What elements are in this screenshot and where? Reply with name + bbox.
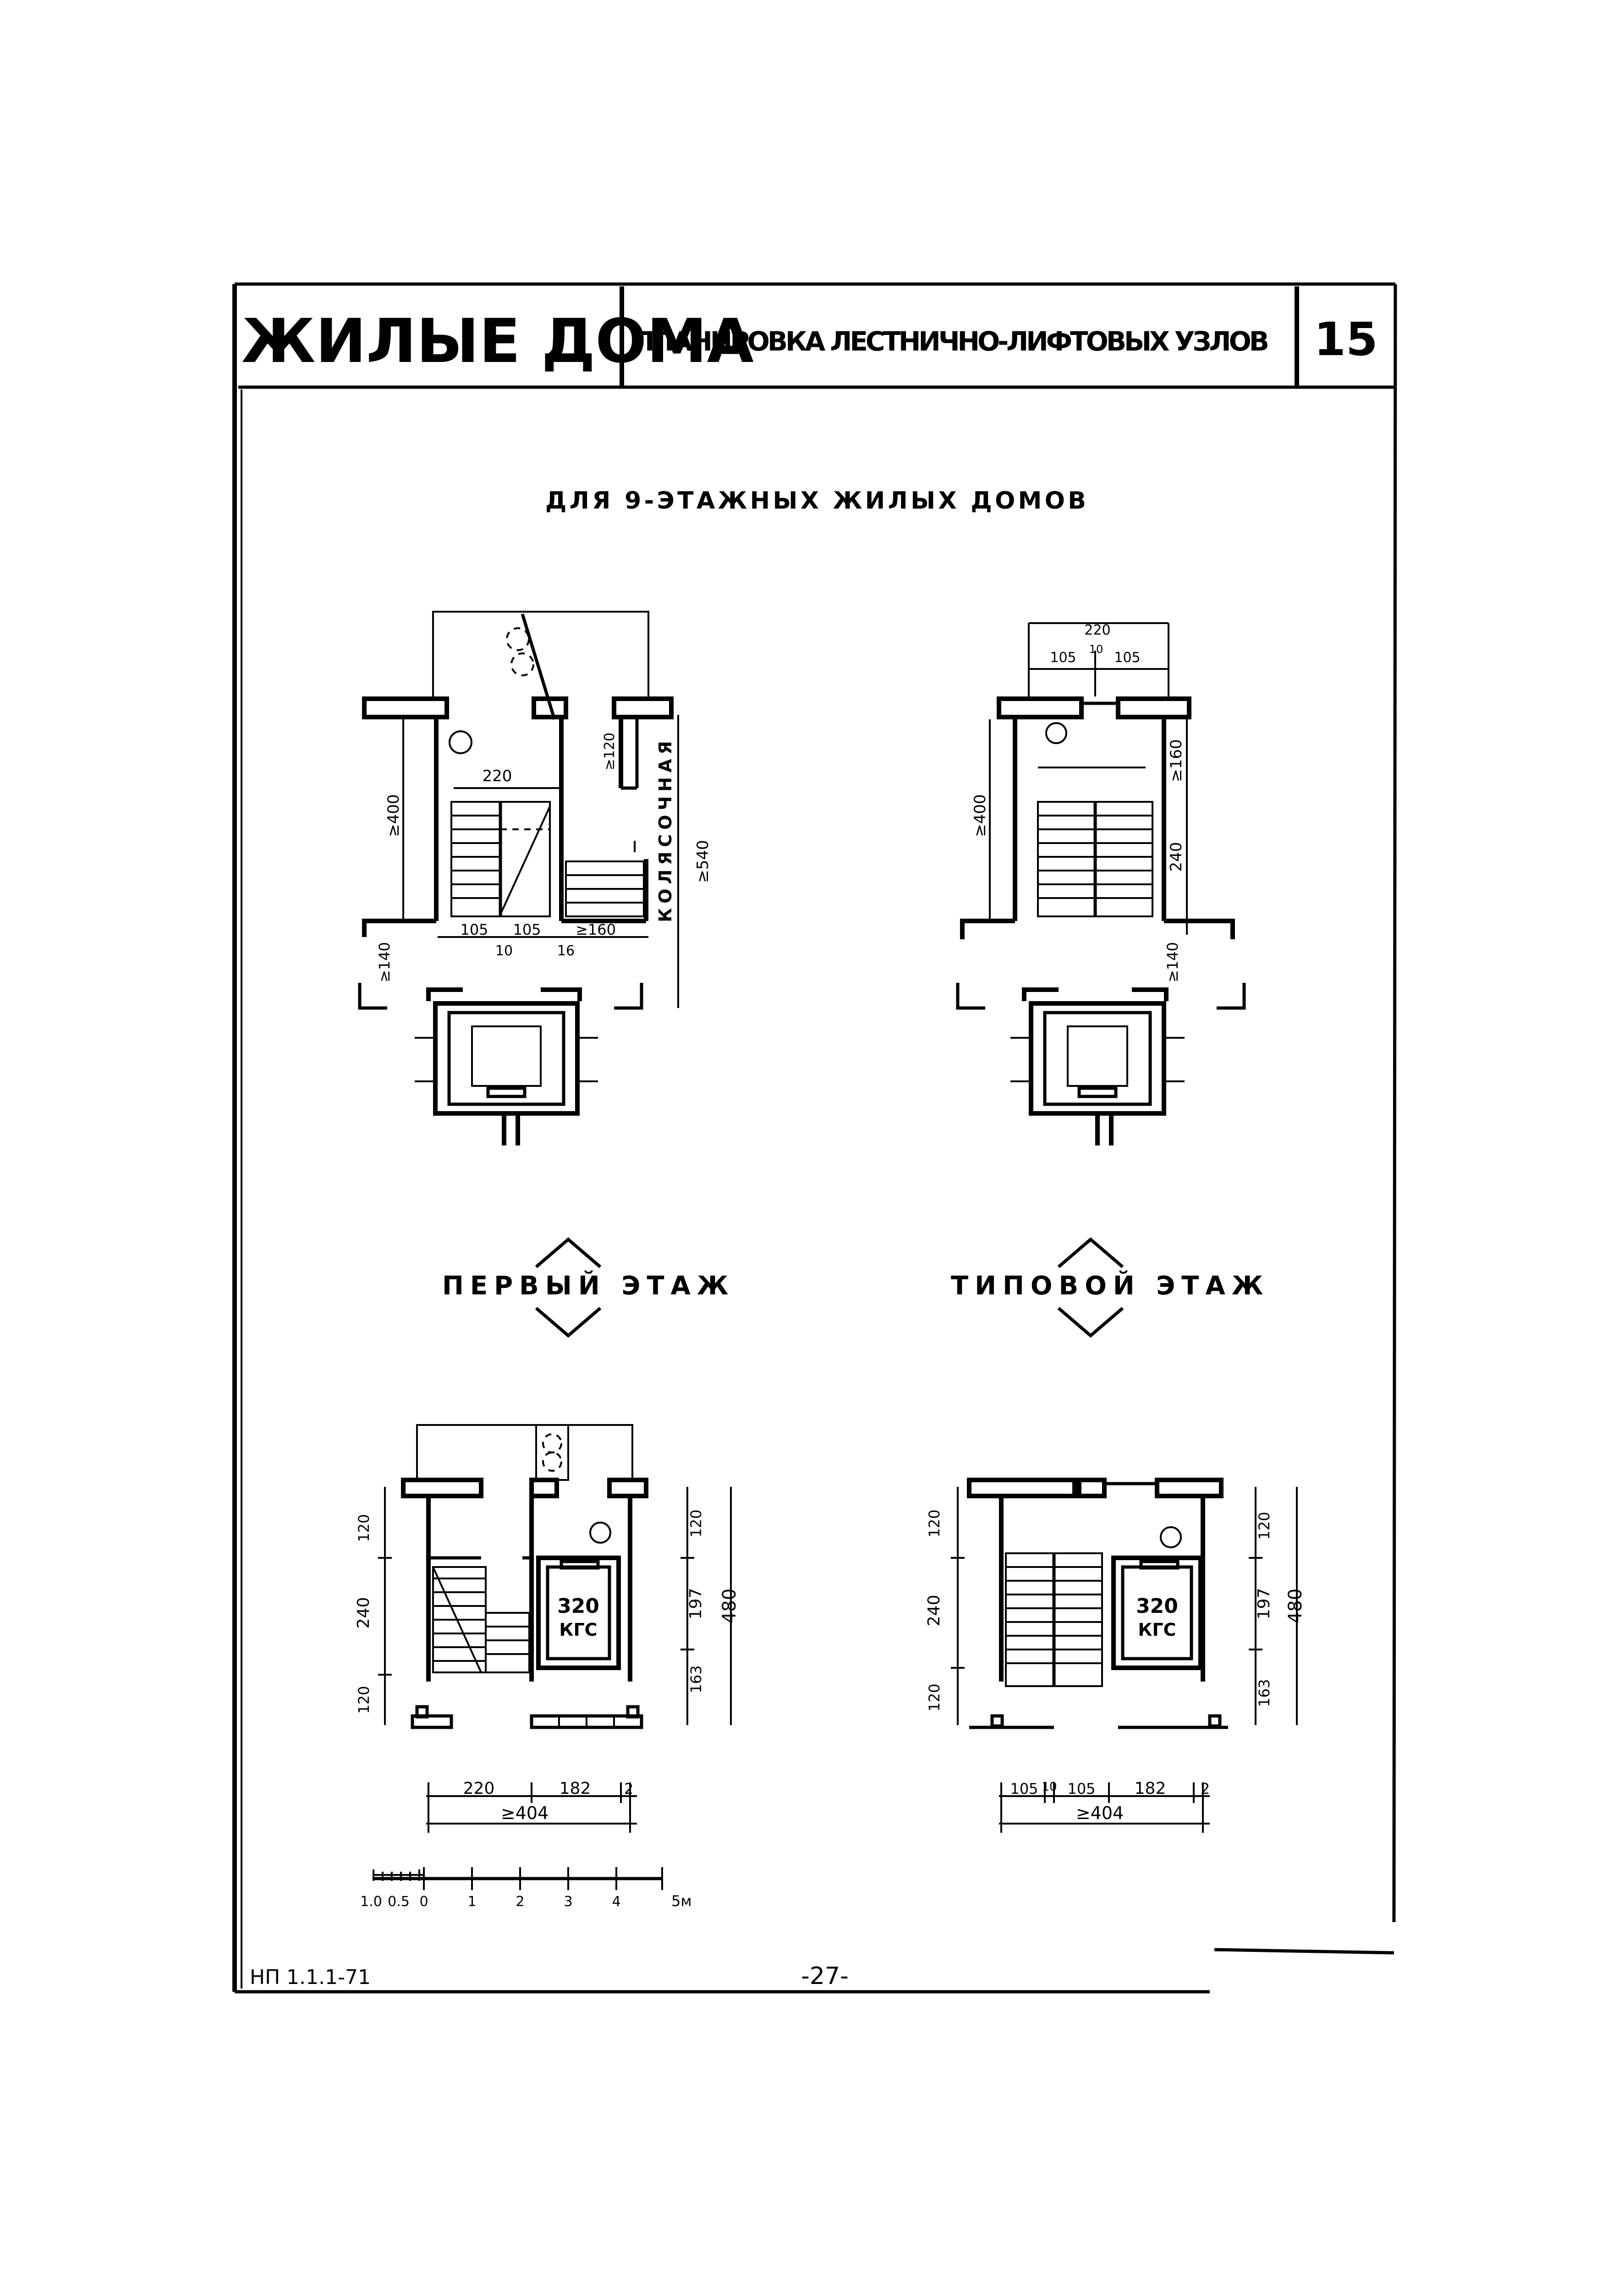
plan-typical-floor-top [956, 622, 1246, 1010]
dim-540: ≥540 [694, 840, 712, 882]
scale-tick-1: 1 [467, 1894, 476, 1910]
dim-120-left-top: 120 [355, 1514, 373, 1542]
dim-240-typ-left: 240 [925, 1595, 944, 1627]
dim-240-left: 240 [354, 1597, 373, 1629]
dim-120-typ-left-bottom: 120 [926, 1683, 943, 1711]
dim-105-b: 105 [513, 921, 541, 938]
dim-240-typical: 240 [1167, 842, 1185, 872]
plan-first-floor-bottom [378, 1424, 732, 1833]
sheet-number: 15 [1314, 312, 1377, 366]
dim-120-typ-right: 120 [1256, 1512, 1273, 1540]
dim-120-stroller: ≥120 [602, 733, 618, 770]
plan-first-floor-top [358, 611, 679, 1010]
dim-120-right: 120 [687, 1509, 705, 1537]
dim-105-typ-a: 105 [1050, 650, 1076, 666]
dim-400: ≥400 [384, 794, 403, 837]
dim-120-left-bottom: 120 [355, 1686, 373, 1714]
dim-10-typ-bottom: 10 [1042, 1780, 1057, 1794]
lift-shaft-typical-floor [1010, 987, 1185, 1145]
up-down-arrow-icon [1057, 1237, 1124, 1338]
scale-bar [373, 1867, 663, 1890]
up-down-arrow-icon [535, 1237, 602, 1338]
dim-220-bottom: 220 [463, 1779, 495, 1798]
scale-tick-2: 2 [516, 1894, 524, 1910]
dim-220-typical: 220 [1084, 622, 1110, 638]
dim-480: 480 [719, 1589, 740, 1623]
dim-182: 182 [560, 1779, 591, 1798]
page-number: -27- [801, 1962, 849, 1990]
dim-2-typ: 2 [1201, 1780, 1210, 1797]
scale-tick-4: 4 [612, 1894, 620, 1910]
dim-197-typ: 197 [1255, 1588, 1273, 1620]
lift-unit-typical: КГС [1138, 1620, 1176, 1640]
dim-105-typ-bottom-a: 105 [1010, 1780, 1038, 1797]
dim-10: 10 [495, 943, 513, 959]
dim-400-typical: ≥400 [971, 794, 989, 837]
dim-140: ≥140 [376, 942, 393, 982]
scale-tick-1-0: 1.0 [360, 1894, 382, 1910]
lift-capacity: 320 [557, 1595, 599, 1618]
document-code: НП 1.1.1-71 [250, 1966, 371, 1989]
lift-unit: КГС [559, 1620, 597, 1640]
stroller-label: КОЛЯСОЧНАЯ [655, 736, 675, 922]
typical-floor-label: ТИПОВОЙ ЭТАЖ [951, 1271, 1269, 1301]
dim-404-typ: ≥404 [1076, 1803, 1124, 1823]
dim-160-typical: ≥160 [1167, 739, 1185, 782]
dim-182-typ: 182 [1135, 1779, 1166, 1798]
dim-220: 220 [483, 767, 512, 785]
dim-105-typ-bottom-b: 105 [1067, 1780, 1095, 1797]
scale-tick-0-5: 0.5 [388, 1894, 410, 1910]
scale-unit: 5м [671, 1892, 692, 1910]
lift-capacity-typical: 320 [1136, 1595, 1178, 1618]
dim-160: ≥160 [576, 921, 616, 938]
dim-163: 163 [687, 1665, 705, 1693]
dim-163-typ: 163 [1256, 1679, 1273, 1707]
sheet-frame [232, 282, 1397, 1994]
dim-197: 197 [686, 1588, 705, 1620]
plan-typical-floor-bottom [951, 1478, 1298, 1833]
dim-140-typical: ≥140 [1164, 942, 1181, 982]
scale-tick-0: 0 [419, 1894, 428, 1910]
dim-404: ≥404 [501, 1803, 549, 1823]
dim-480-typ: 480 [1285, 1589, 1306, 1623]
dim-120-typ-left-top: 120 [926, 1509, 943, 1537]
dim-10-typ: 10 [1089, 643, 1103, 656]
first-floor-label: ПЕРВЫЙ ЭТАЖ [442, 1271, 735, 1301]
series-title: ЖИЛЫЕ ДОМА [241, 306, 754, 377]
dim-105-typ-b: 105 [1114, 650, 1140, 666]
lift-shaft-first-floor [415, 987, 598, 1145]
scale-tick-3: 3 [564, 1894, 572, 1910]
dim-2: 2 [624, 1780, 633, 1797]
dim-16: 16 [557, 943, 575, 959]
dim-105-a: 105 [460, 921, 488, 938]
subtitle: ДЛЯ 9-ЭТАЖНЫХ ЖИЛЫХ ДОМОВ [545, 487, 1095, 515]
sheet-title: ПЛАНИРОВКА ЛЕСТНИЧНО-ЛИФТОВЫХ УЗЛОВ [632, 326, 1269, 357]
